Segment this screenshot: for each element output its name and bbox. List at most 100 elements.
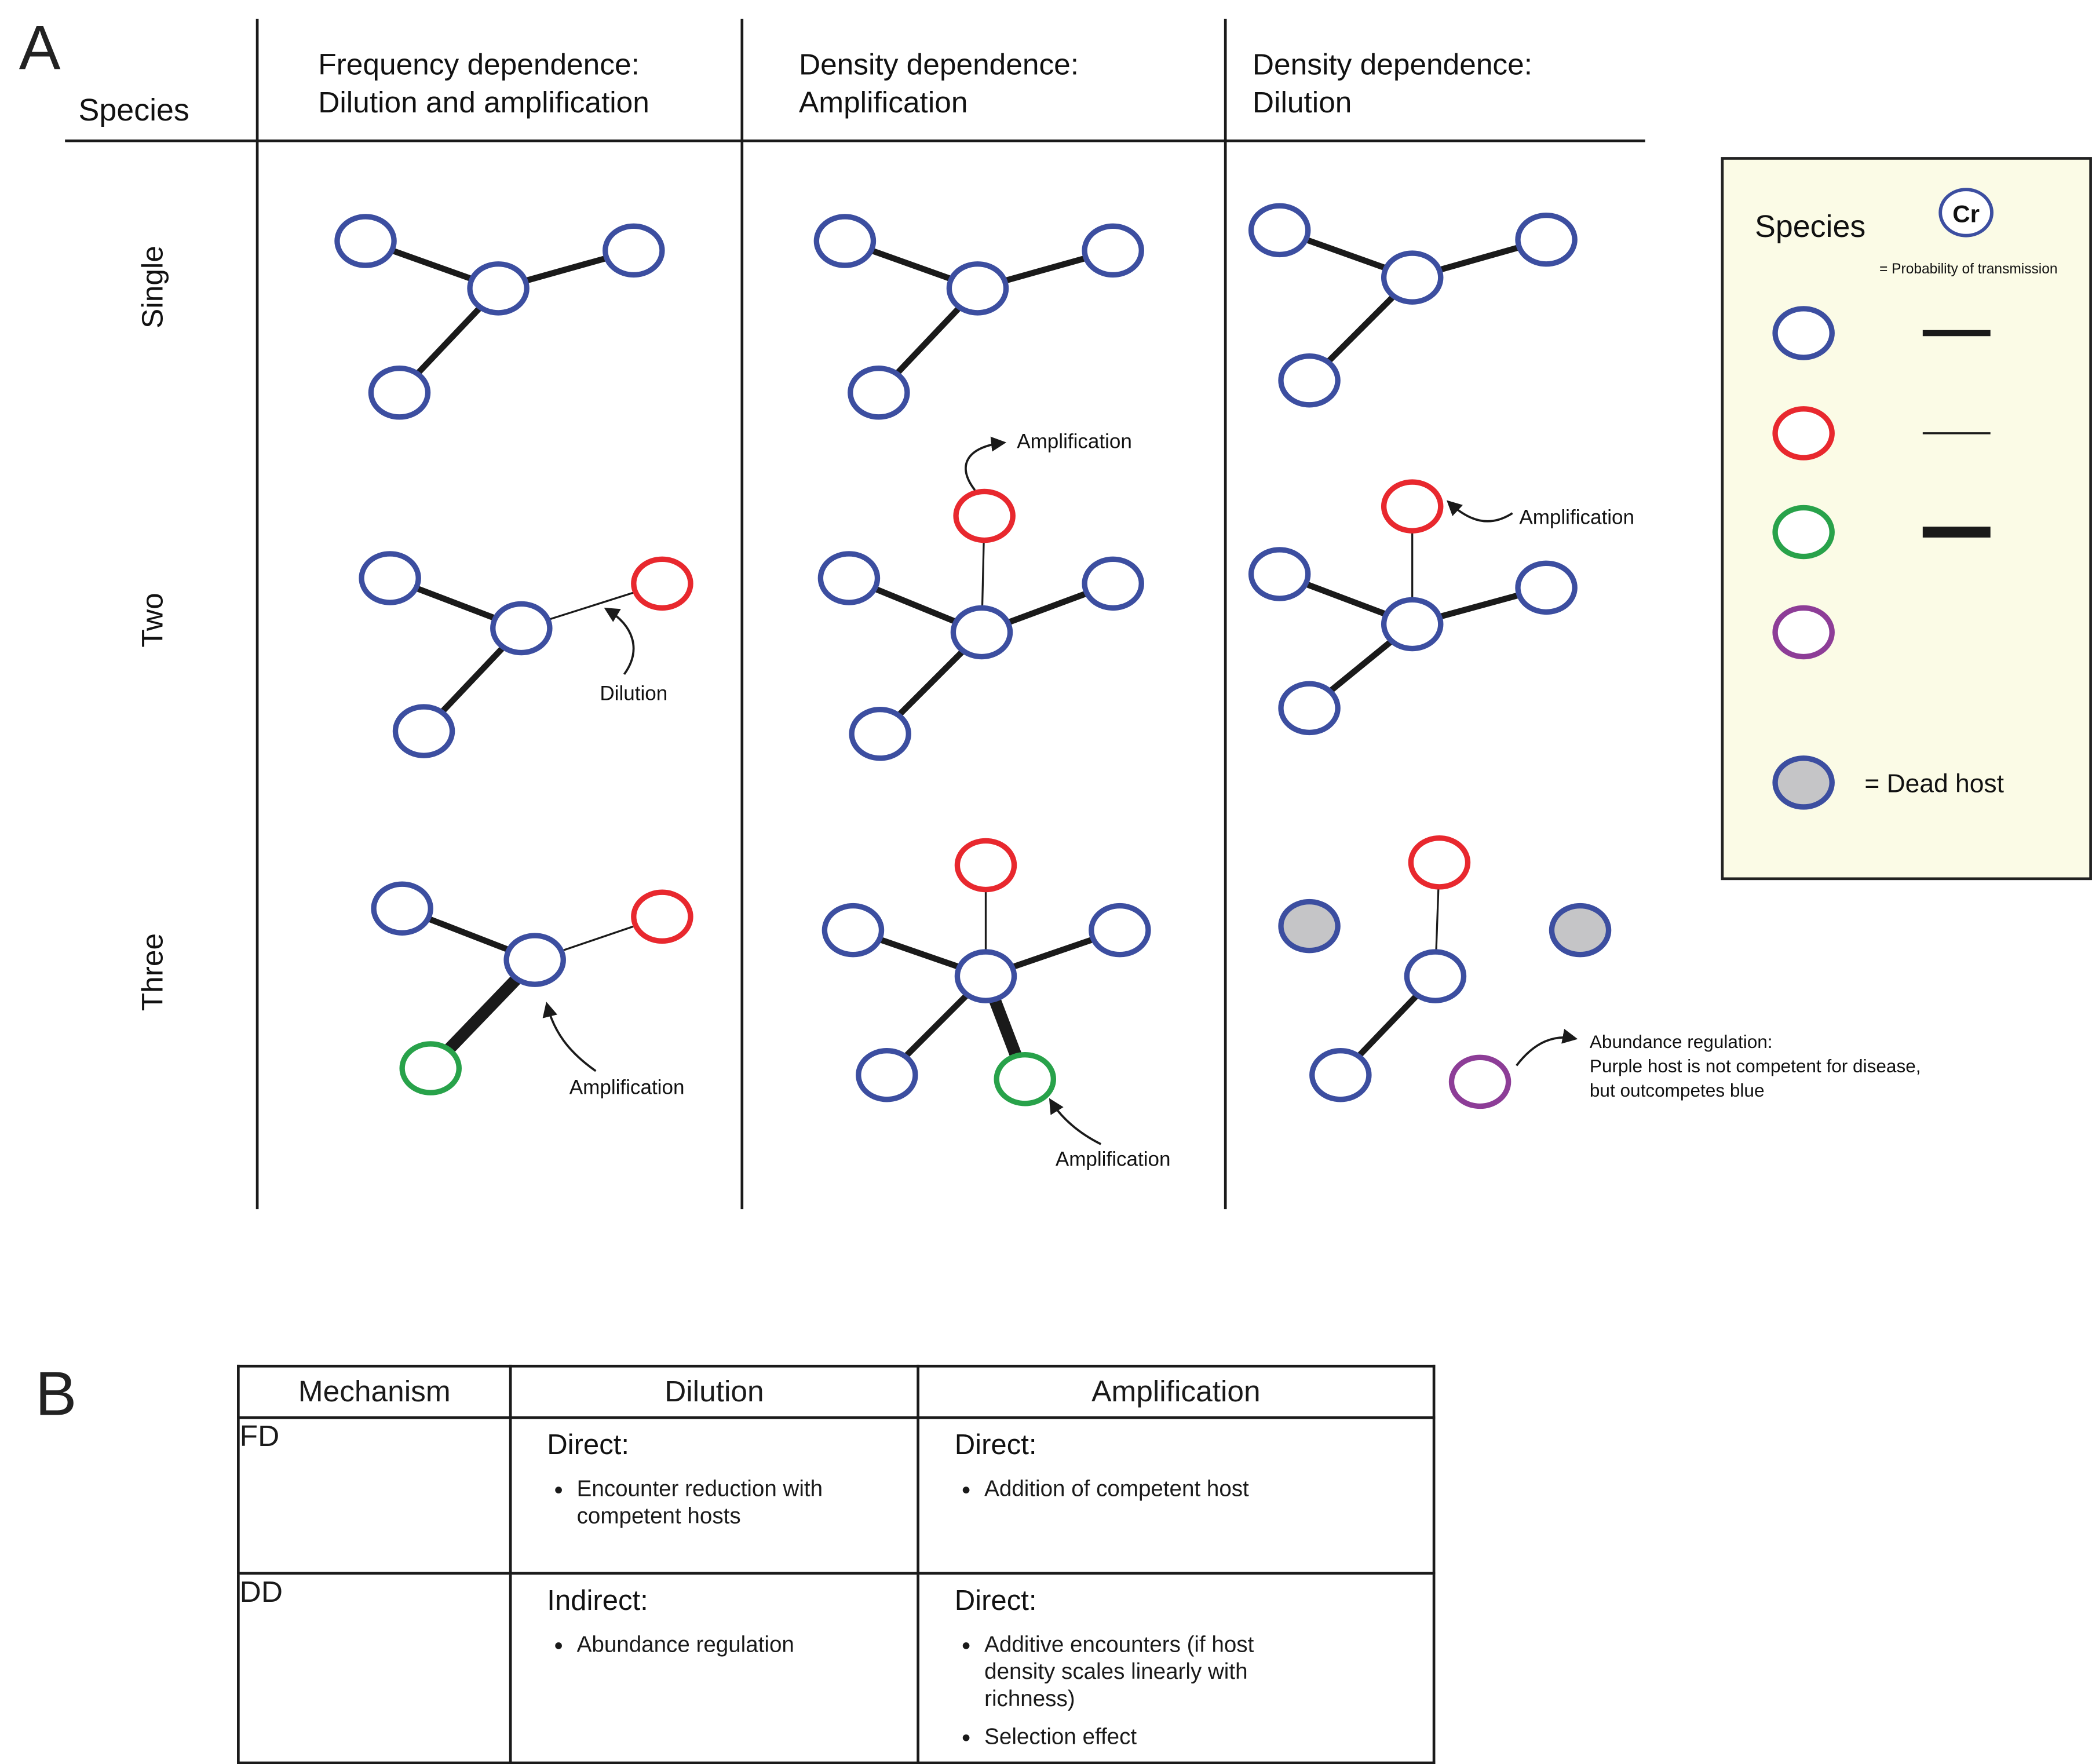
host-node-blue (1278, 681, 1341, 736)
annotation-label: Amplification (569, 1076, 685, 1098)
host-node-blue (1248, 547, 1311, 601)
dd-amplification-cell: Direct: Additive encounters (if host den… (917, 1572, 1436, 1764)
annotation-arrow (965, 436, 1007, 491)
host-node-blue (359, 551, 421, 605)
mechanism-cell: DD (237, 1572, 512, 1764)
host-node-blue (1381, 250, 1444, 305)
annotation-arrow (1516, 1028, 1578, 1067)
network-ddamp-three: Amplification (822, 838, 1171, 1170)
host-node-blue (1089, 903, 1151, 958)
row-label-single: Single (135, 246, 169, 328)
legend-dead-host-node (1772, 755, 1835, 810)
legend-title: Species (1755, 209, 1865, 244)
cell-heading: Direct: (954, 1430, 1037, 1461)
bullet-list: Additive encounters (if host density sca… (919, 1631, 1433, 1751)
dead-host-node (1278, 899, 1341, 954)
host-node-blue (503, 933, 566, 987)
column-header-dddil: Density dependence: Dilution (1253, 46, 1532, 122)
host-node-blue (371, 881, 433, 936)
host-node-red (1408, 835, 1471, 890)
bullet-list: Addition of competent host (919, 1476, 1433, 1503)
legend-node-blue (1772, 306, 1835, 360)
host-node-blue (1082, 556, 1144, 611)
cell-heading: Direct: (547, 1430, 630, 1461)
host-node-blue (368, 366, 431, 420)
network-fd-three: Amplification (371, 881, 693, 1098)
network-fd-two: Dilution (359, 551, 693, 758)
fd-dilution-cell: Direct: Encounter reduction with compete… (509, 1416, 919, 1575)
host-node-blue (950, 605, 1013, 660)
host-node-red (631, 556, 693, 611)
legend-node-green (1772, 505, 1835, 560)
host-node-green (399, 1041, 462, 1095)
column-header-line: Density dependence: (798, 47, 1079, 82)
host-node-blue (1082, 223, 1144, 278)
host-node-purple (1448, 1054, 1512, 1109)
host-node-blue (1515, 560, 1578, 615)
host-node-blue (856, 1047, 918, 1102)
host-node-red (953, 488, 1016, 543)
column-header-line: Frequency dependence: (318, 47, 640, 82)
mechanism-table: Mechanism Dilution Amplification FD Dire… (237, 1364, 1436, 1764)
table-row-dd: DD Indirect: Abundance regulation Direct… (237, 1572, 1436, 1764)
host-node-blue (603, 223, 665, 278)
network-fd-single (334, 214, 665, 420)
bullet-item: Abundance regulation (577, 1631, 889, 1659)
transmission-symbol-icon (1938, 188, 1994, 238)
host-node-blue (849, 707, 911, 761)
dd-dilution-cell: Indirect: Abundance regulation (509, 1572, 919, 1764)
table-row-fd: FD Direct: Encounter reduction with comp… (237, 1416, 1436, 1575)
network-dddil-two: Amplification (1248, 479, 1634, 736)
host-node-blue (334, 214, 397, 268)
transmission-caption: = Probability of transmission (1879, 261, 2057, 277)
fd-amplification-cell: Direct: Addition of competent host (917, 1416, 1436, 1575)
legend: Species Cr = Probability of transmission… (1721, 157, 2092, 881)
column-header-line: Density dependence: (1252, 47, 1533, 82)
host-node-red (1381, 479, 1444, 534)
table-header-dilution: Dilution (509, 1364, 919, 1419)
column-header-line: Dilution and amplification (318, 85, 649, 119)
host-node-blue (392, 704, 455, 758)
network-ddamp-single (813, 214, 1144, 420)
host-node-blue (954, 949, 1017, 1003)
annotation-label: Amplification (1519, 506, 1634, 528)
host-node-blue (490, 601, 553, 656)
bullet-item: Selection effect (984, 1723, 1296, 1751)
cell-heading: Indirect: (547, 1585, 648, 1617)
bullet-item: Additive encounters (if host density sca… (984, 1631, 1296, 1712)
column-header-line: Dilution (1252, 85, 1352, 119)
host-node-red (631, 889, 693, 944)
host-node-blue (822, 903, 885, 958)
network-dddil-single (1248, 203, 1578, 408)
annotation-arrow (604, 608, 635, 675)
row-label-two: Two (135, 593, 169, 647)
dead-host-caption: = Dead host (1864, 769, 2004, 798)
host-node-blue (813, 214, 877, 268)
bullet-item: Addition of competent host (984, 1476, 1296, 1503)
legend-node-purple (1772, 605, 1835, 660)
column-header-line: Amplification (798, 85, 968, 119)
column-header-ddamp: Density dependence: Amplification (799, 46, 1079, 122)
host-node-blue (1404, 949, 1467, 1003)
dead-host-node (1549, 903, 1612, 958)
table-header-row: Mechanism Dilution Amplification (237, 1364, 1436, 1419)
annotation-note-line: but outcompetes blue (1590, 1080, 1765, 1101)
network-dddil-three: Abundance regulation: Purple host is not… (1278, 835, 1921, 1109)
host-node-blue (946, 261, 1009, 316)
annotation-note-line: Abundance regulation: (1590, 1031, 1773, 1052)
host-node-blue (848, 366, 910, 420)
row-label-three: Three (135, 933, 169, 1011)
annotation-note-line: Purple host is not competent for disease… (1590, 1056, 1921, 1076)
transmission-symbol: Cr (1952, 200, 1980, 227)
annotation-arrow (1049, 1098, 1101, 1145)
annotation-arrow (542, 1002, 597, 1072)
panel-a-label: A (19, 12, 61, 83)
host-node-blue (1248, 203, 1311, 258)
legend-node-red (1772, 406, 1835, 461)
annotation-arrow (1446, 500, 1513, 523)
table-header-amplification: Amplification (917, 1364, 1436, 1419)
host-node-green (994, 1052, 1057, 1106)
annotation-label: Dilution (600, 682, 667, 704)
